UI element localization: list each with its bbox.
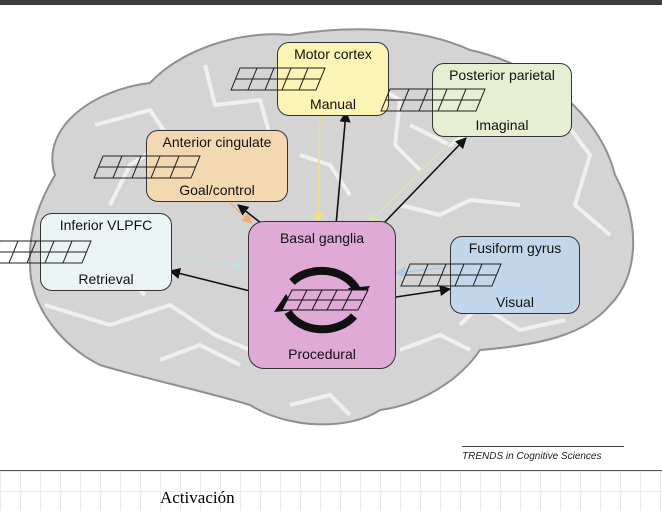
credit-rule <box>462 446 624 447</box>
figure-bottom-rule <box>0 470 662 471</box>
anterior-cingulate-title: Anterior cingulate <box>162 134 272 150</box>
retrieval-input-arrow <box>171 256 246 271</box>
buffer-grid-icon <box>380 88 486 112</box>
buffer-grid-icon <box>93 155 201 179</box>
top-border <box>0 0 662 5</box>
fusiform-gyrus-title: Fusiform gyrus <box>468 240 562 256</box>
buffer-grid-icon <box>0 240 92 264</box>
motor-cortex-module: Manual <box>310 96 356 112</box>
fusiform-gyrus-box: Fusiform gyrus Visual <box>400 236 580 314</box>
imaginal-output-arrow <box>379 137 467 228</box>
visual-input-arrow <box>394 266 451 278</box>
basal-ganglia-title: Basal ganglia <box>279 230 365 246</box>
inferior-vlpfc-box: Inferior VLPFC Retrieval <box>0 213 172 291</box>
cycle-arrows-icon <box>274 266 370 334</box>
buffer-grid-icon <box>400 263 502 287</box>
basal-ganglia-module: Procedural <box>288 346 356 362</box>
brain-figure: Motor cortex Manual Posterior parietal I… <box>0 5 662 470</box>
basal-ganglia-box: Basal ganglia Procedural <box>248 221 396 369</box>
notebook-area: Activación <box>0 471 662 511</box>
buffer-grid-icon <box>230 67 326 91</box>
posterior-parietal-module: Imaginal <box>475 117 529 133</box>
anterior-cingulate-module: Goal/control <box>179 182 255 198</box>
motor-input-arrow <box>312 112 324 225</box>
manual-output-arrow <box>335 110 351 226</box>
journal-credit: TRENDS in Cognitive Sciences <box>462 451 602 462</box>
retrieval-output-arrow <box>168 268 251 292</box>
inferior-vlpfc-title: Inferior VLPFC <box>59 217 153 233</box>
posterior-parietal-title: Posterior parietal <box>449 67 555 83</box>
inferior-vlpfc-module: Retrieval <box>78 271 134 287</box>
imaginal-input-arrow <box>367 137 456 224</box>
posterior-parietal-box: Posterior parietal Imaginal <box>380 63 572 137</box>
motor-cortex-title: Motor cortex <box>294 46 372 62</box>
anterior-cingulate-box: Anterior cingulate Goal/control <box>93 130 288 202</box>
activation-label: Activación <box>160 488 235 507</box>
fusiform-gyrus-module: Visual <box>496 294 534 310</box>
motor-cortex-box: Motor cortex Manual <box>230 42 389 116</box>
visual-output-arrow <box>395 284 452 298</box>
